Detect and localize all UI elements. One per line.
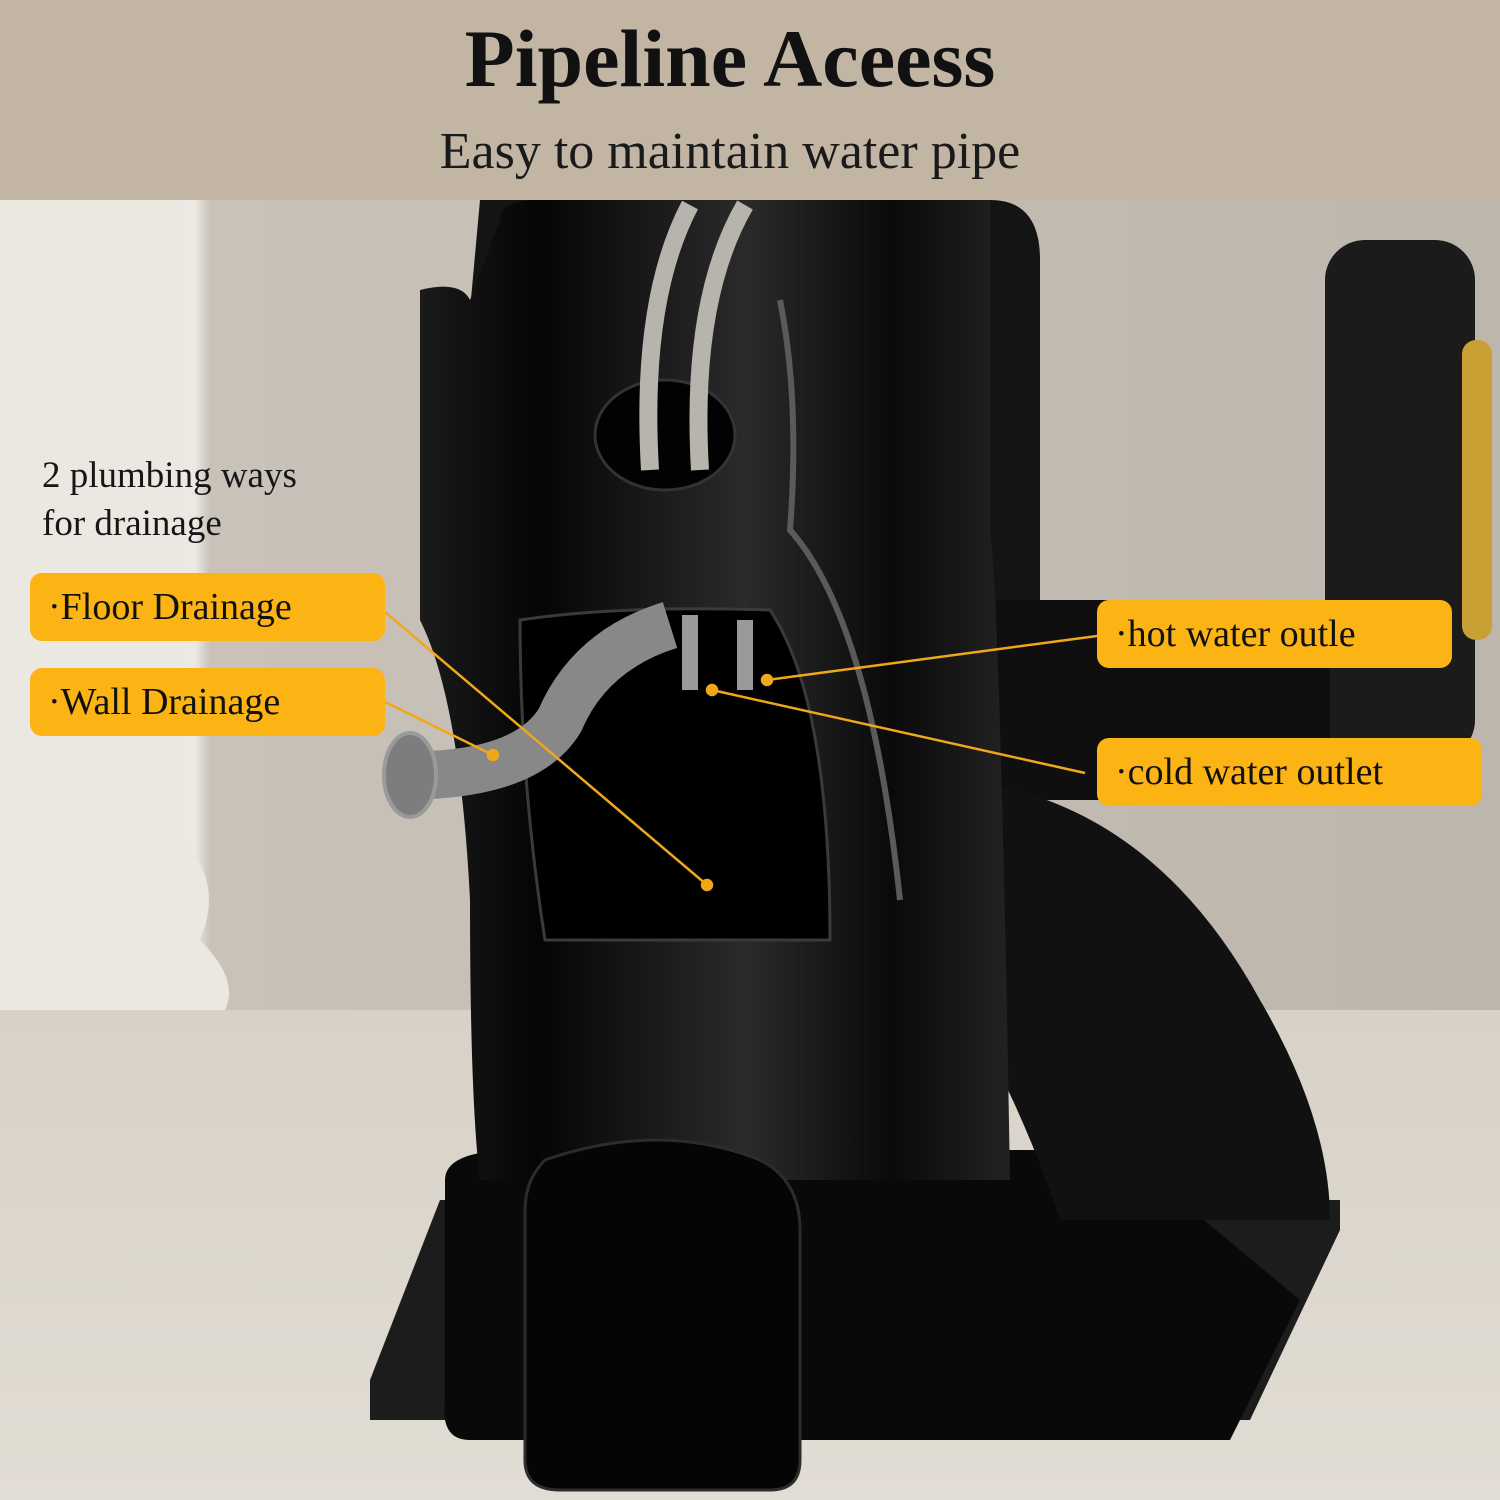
service-cutout — [518, 607, 832, 942]
product-illustration — [0, 200, 1500, 1500]
page-subtitle: Easy to maintain water pipe — [439, 123, 1021, 180]
drainage-intro: 2 plumbing ways for drainage — [42, 452, 297, 548]
drain-hose-wall — [428, 602, 678, 799]
leader-floor-drainage — [384, 611, 708, 886]
column-highlight — [777, 299, 903, 901]
pipe-port — [593, 378, 737, 492]
leader-lines — [384, 611, 1098, 892]
leader-dot-hot — [760, 673, 774, 687]
header-band: Pipeline Aceess Easy to maintain water p… — [0, 0, 1500, 200]
gold-trim — [1462, 340, 1492, 640]
chair-armrest — [1325, 240, 1475, 760]
leader-hot-water — [766, 634, 1098, 682]
hot-water-outlet-tag: ·hot water outle — [1097, 600, 1452, 668]
leader-dot-floor — [700, 878, 714, 892]
rear-support — [960, 780, 1330, 1220]
braided-hose-top — [639, 200, 753, 471]
intro-line-2: for drainage — [42, 503, 222, 544]
leader-dot-wall — [486, 748, 500, 762]
drain-hose-opening — [382, 731, 438, 819]
leader-dot-cold — [705, 683, 719, 697]
braided-hose-lower — [682, 615, 753, 690]
leader-cold-water — [711, 688, 1086, 775]
page-title: Pipeline Aceess — [464, 13, 996, 104]
foot-pedal — [523, 1138, 802, 1492]
floor-drainage-tag: ·Floor Drainage — [30, 573, 385, 641]
leader-wall-drainage — [384, 700, 494, 757]
cold-water-outlet-tag: ·cold water outlet — [1097, 738, 1482, 806]
wall-drainage-tag: ·Wall Drainage — [30, 668, 385, 736]
intro-line-1: 2 plumbing ways — [42, 455, 297, 496]
